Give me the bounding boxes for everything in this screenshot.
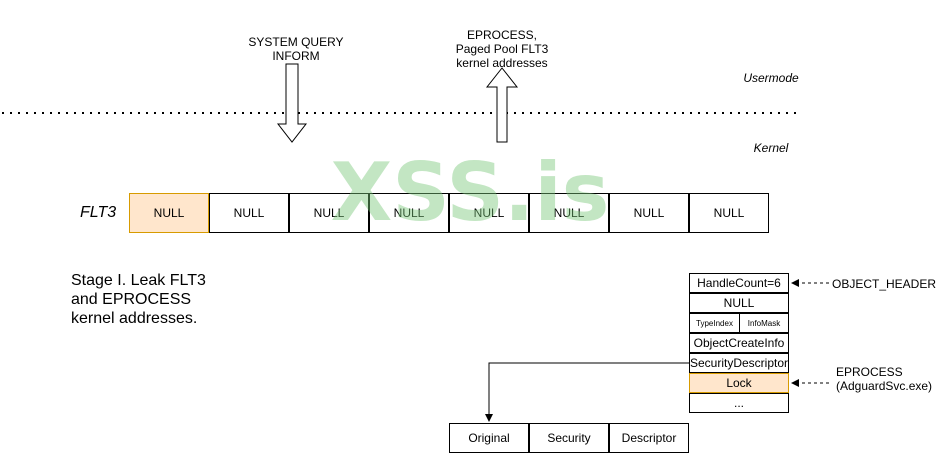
flt3-cell: NULL xyxy=(369,193,449,233)
object-header-label: OBJECT_HEADER xyxy=(832,277,937,291)
flt3-cell: NULL xyxy=(609,193,689,233)
type-index-cell: TypeIndex xyxy=(696,318,733,328)
query-down-arrow xyxy=(276,63,308,143)
type-info-row: TypeIndex InfoMask xyxy=(689,313,789,333)
flt3-cell: NULL xyxy=(689,193,769,233)
eprocess-pointer-arrowhead xyxy=(791,379,799,387)
usermode-label: Usermode xyxy=(743,71,799,85)
kernel-label: Kernel xyxy=(753,141,789,155)
flt3-cell: NULL xyxy=(529,193,609,233)
flt3-cell: NULL xyxy=(449,193,529,233)
ellipsis-row: ... xyxy=(689,393,789,413)
null-row: NULL xyxy=(689,293,789,313)
flt3-cell: NULL xyxy=(209,193,289,233)
security-descriptor-box: Security xyxy=(529,423,609,453)
security-descriptor-box: Original xyxy=(449,423,529,453)
flt3-cell: NULL xyxy=(289,193,369,233)
handle-count-row: HandleCount=6 xyxy=(689,273,789,293)
eprocess-label: EPROCESS (AdguardSvc.exe) xyxy=(836,365,933,393)
security-descriptor-row: SecurityDescriptor xyxy=(689,353,789,373)
query-label: SYSTEM QUERY INFORM xyxy=(248,35,344,63)
lock-row: Lock xyxy=(689,373,789,393)
leak-up-arrow xyxy=(485,67,519,143)
stage-description: Stage I. Leak FLT3 and EPROCESS kernel a… xyxy=(71,272,206,327)
security-descriptor-box: Descriptor xyxy=(609,423,689,453)
flt3-cell: NULL xyxy=(129,193,209,233)
info-mask-cell: InfoMask xyxy=(739,314,788,332)
header-pointer-arrowhead xyxy=(791,279,799,287)
flt3-label: FLT3 xyxy=(80,204,117,221)
leak-label: EPROCESS, Paged Pool FLT3 kernel address… xyxy=(455,28,549,70)
security-descriptor-link xyxy=(488,362,689,417)
object-create-info-row: ObjectCreateInfo xyxy=(689,333,789,353)
